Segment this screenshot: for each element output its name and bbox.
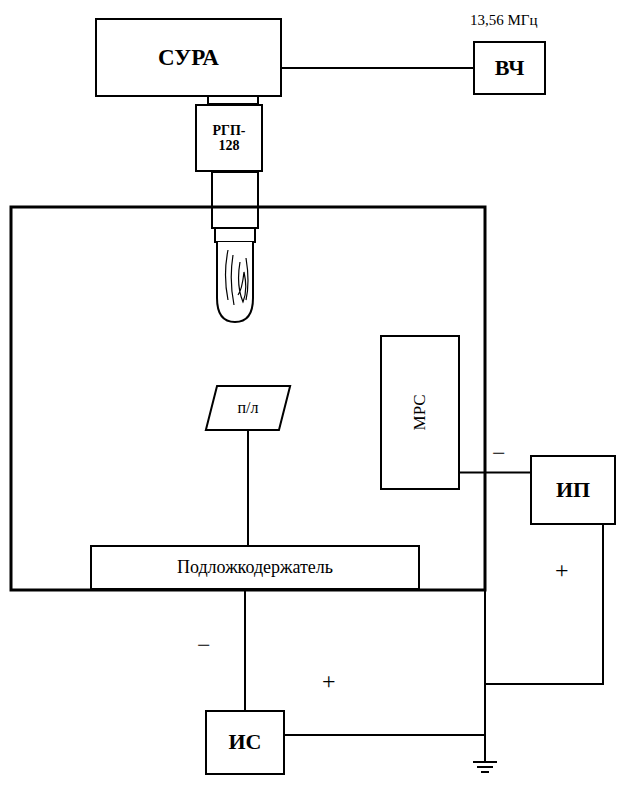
rf-generator-box: ВЧ	[473, 41, 546, 95]
polarity-sign: −	[197, 632, 211, 659]
ground-symbol	[473, 761, 497, 763]
plasma-swirl	[226, 250, 249, 305]
source-body	[212, 172, 258, 228]
polarity-sign: +	[322, 668, 336, 695]
node-text: РГП- 128	[207, 123, 251, 154]
controller-box: СУРА	[95, 18, 282, 97]
substrate-holder-box: Подложкодержатель	[90, 545, 420, 590]
wire	[282, 67, 473, 69]
wire	[247, 431, 249, 545]
frequency-label: 13,56 МГц	[470, 12, 538, 29]
node-text: п/л	[238, 399, 259, 417]
polarity-sign: +	[555, 557, 569, 584]
ground-symbol	[481, 771, 489, 773]
wire	[460, 472, 530, 474]
source-nozzle	[215, 228, 255, 242]
plasma-jet	[217, 242, 253, 322]
node-text: МРС	[411, 394, 430, 430]
bias-source-box: ИС	[205, 710, 285, 775]
wire	[244, 590, 246, 710]
wire	[285, 734, 485, 736]
node-text: ИС	[229, 730, 262, 754]
flange	[208, 96, 258, 104]
vacuum-chamber	[11, 207, 485, 590]
polarity-sign: −	[492, 440, 506, 467]
magnetron-box: МРС	[380, 335, 460, 490]
power-supply-box: ИП	[530, 455, 616, 525]
ground-wire	[484, 590, 486, 762]
substrate-shape: п/л	[205, 385, 291, 431]
node-text: СУРА	[158, 45, 219, 70]
plasma-source-box: РГП- 128	[195, 104, 263, 172]
node-text: Подложкодержатель	[177, 558, 333, 578]
wire	[485, 525, 603, 684]
ground-symbol	[477, 766, 493, 768]
node-text: ИП	[556, 478, 590, 502]
node-text: ВЧ	[495, 56, 525, 80]
